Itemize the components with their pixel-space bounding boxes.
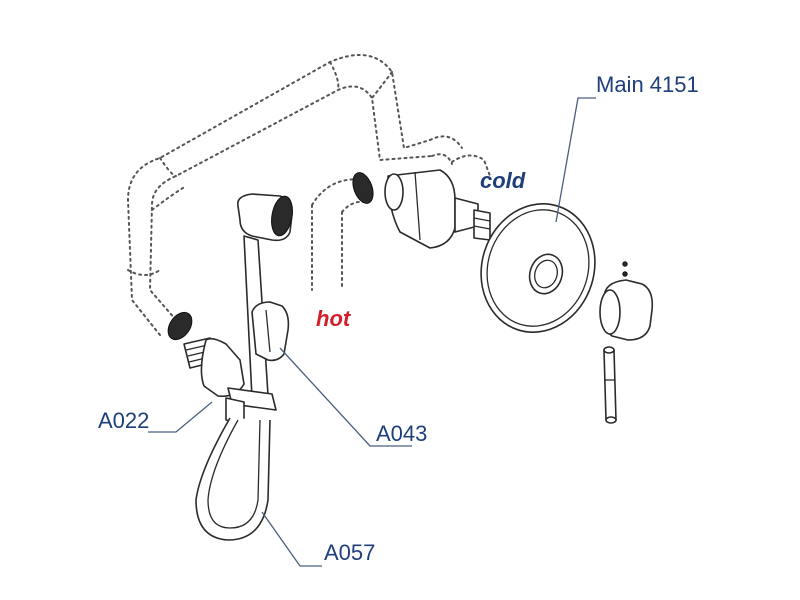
label-a043: A043: [376, 421, 427, 446]
label-a022: A022: [98, 408, 149, 433]
pipe-opening-left: [167, 311, 193, 341]
escutcheon-plate: [480, 203, 596, 333]
label-main-4151: Main 4151: [596, 72, 699, 97]
handle-stem: [603, 346, 617, 424]
pipe-opening-hot: [352, 172, 374, 204]
label-hot: hot: [316, 306, 352, 331]
handle-knob: [599, 261, 654, 341]
label-a057: A057: [324, 540, 375, 565]
hand-shower: [236, 193, 293, 399]
leader-lines: [148, 97, 596, 567]
angle-valve: [183, 337, 277, 425]
label-cold: cold: [480, 168, 526, 193]
shower-hose: [195, 417, 271, 541]
valve-cartridge: [384, 169, 491, 249]
concealed-piping: [126, 54, 491, 336]
